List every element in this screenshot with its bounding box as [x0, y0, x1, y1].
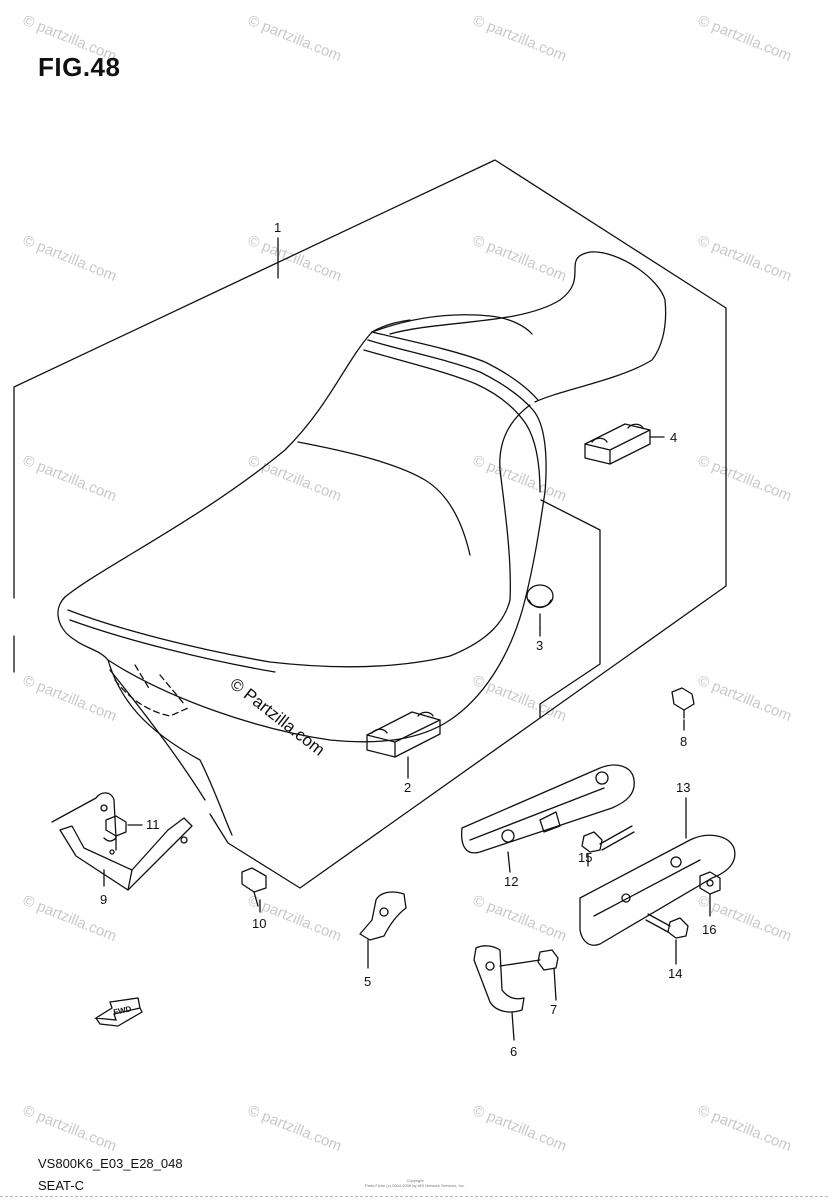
callout-11: 11	[146, 817, 160, 832]
part-clip-5	[359, 891, 407, 969]
callout-1: 1	[274, 220, 281, 235]
copyright-line-2: Parts Fiche (c) 2004-2006 by ARI Network…	[364, 1183, 466, 1188]
callout-15: 15	[578, 850, 592, 865]
seat-shape	[57, 251, 667, 836]
callout-5: 5	[364, 974, 371, 989]
callout-12: 12	[504, 874, 518, 889]
diagram-name: SEAT-C	[38, 1178, 84, 1193]
callout-10: 10	[252, 916, 266, 931]
part-grommet-3	[526, 584, 554, 629]
callout-6: 6	[510, 1044, 517, 1059]
callout-2: 2	[404, 780, 411, 795]
part-carrier-13	[579, 797, 736, 946]
fwd-arrow-icon: FWD	[94, 997, 143, 1027]
copyright-notice: Copyright Parts Fiche (c) 2004-2006 by A…	[340, 1178, 490, 1188]
callout-3: 3	[536, 638, 543, 653]
part-bolt-7	[499, 949, 559, 1001]
part-bolt-10	[241, 867, 267, 913]
assembly-frame	[13, 159, 727, 889]
copyright-line-1: Copyright	[406, 1178, 424, 1183]
callout-7: 7	[550, 1002, 557, 1017]
fwd-label: FWD	[112, 1004, 132, 1017]
callout-14: 14	[668, 966, 682, 981]
part-cushion-block-4	[584, 423, 665, 465]
figure-title: FIG.48	[38, 52, 121, 82]
callout-13: 13	[676, 780, 690, 795]
part-cushion-block-2	[366, 711, 441, 758]
diagram-code: VS800K6_E03_E28_048	[38, 1156, 183, 1171]
part-carrier-12	[460, 764, 635, 873]
part-bolt-8	[671, 687, 695, 731]
callout-8: 8	[680, 734, 687, 749]
callout-16: 16	[702, 922, 716, 937]
part-bracket-9	[51, 792, 193, 891]
callout-4: 4	[670, 430, 677, 445]
part-bolt-15	[581, 825, 635, 867]
part-nut-16	[699, 871, 721, 917]
part-bolt-11	[105, 815, 143, 851]
part-bolt-14	[645, 913, 689, 965]
callout-9: 9	[100, 892, 107, 907]
part-bracket-6	[473, 945, 525, 1041]
bottom-border	[0, 1196, 828, 1197]
